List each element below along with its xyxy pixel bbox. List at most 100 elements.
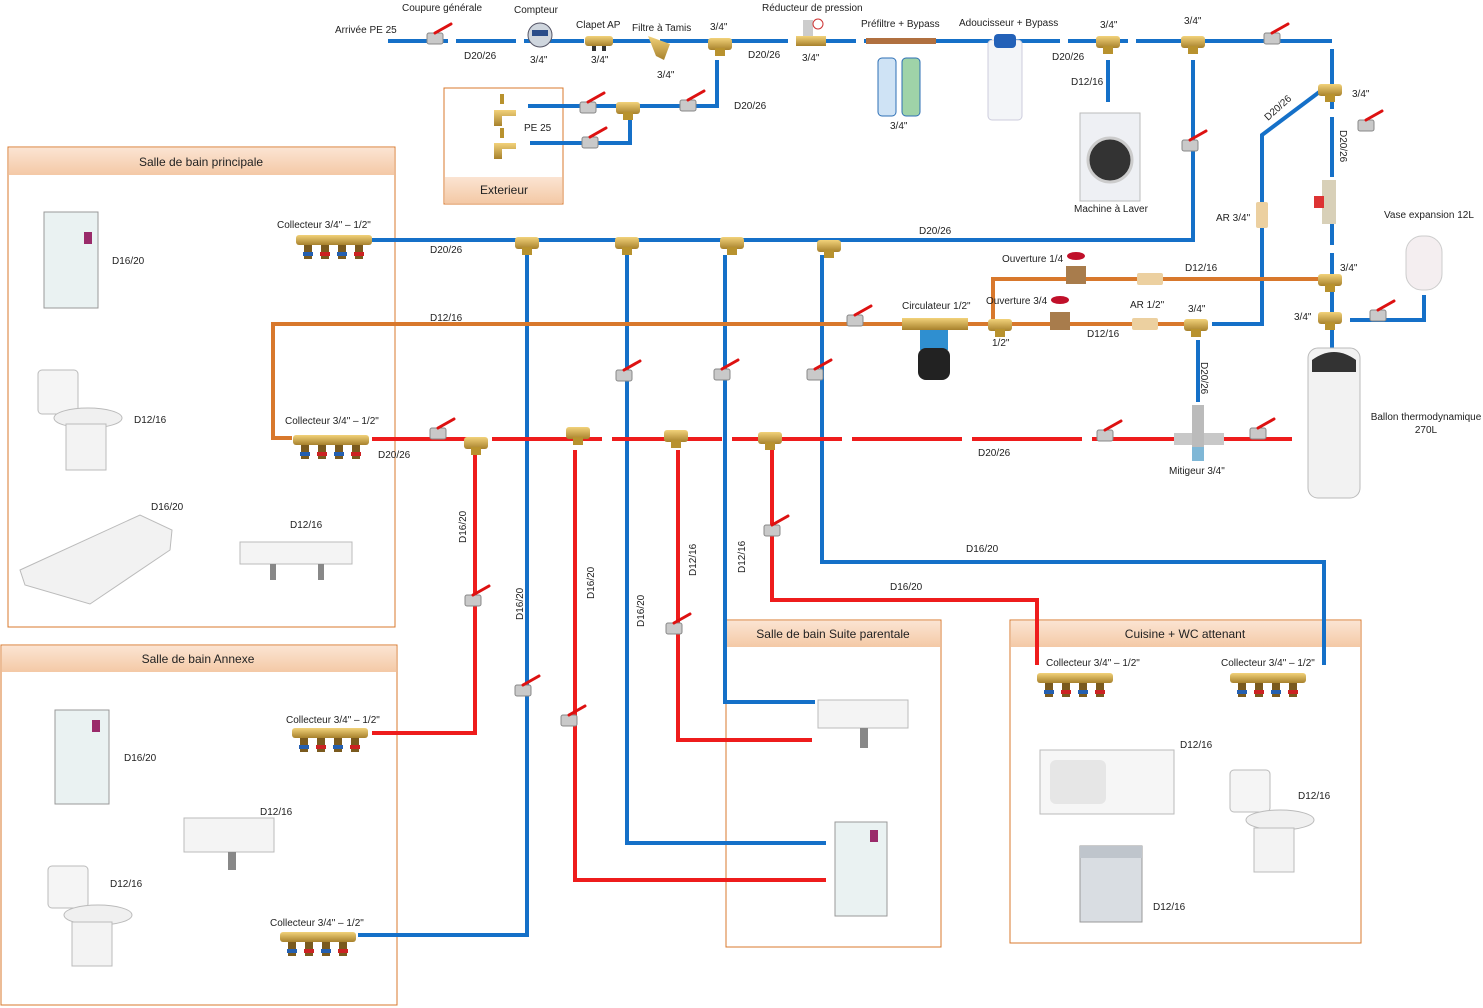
fitting-size-label: 1/2"	[992, 338, 1010, 349]
ball-valve-icon[interactable]	[679, 89, 706, 112]
label-collecteur: Collecteur 3/4" – 1/2"	[285, 416, 379, 427]
fitting-size-label: 3/4"	[1184, 16, 1202, 27]
ball-valve-icon[interactable]	[581, 126, 608, 149]
ball-valve-icon[interactable]	[846, 304, 873, 327]
fixture-size-label: D12/16	[110, 879, 143, 890]
ball-valve-icon[interactable]	[579, 91, 606, 114]
pipe-size-label: D12/16	[1071, 77, 1104, 88]
ball-valve-icon[interactable]	[1096, 419, 1123, 442]
pipe-size-label: D12/16	[737, 540, 748, 573]
tee-fitting-icon	[708, 38, 732, 56]
label-coupure: Coupure générale	[402, 3, 482, 14]
label-ballon-capacity: 270L	[1415, 425, 1438, 436]
room-title: Exterieur	[480, 183, 528, 197]
pipe-size-label: D16/20	[586, 566, 597, 599]
pipe-size-label: D12/16	[430, 313, 463, 324]
collector-manifold-icon	[292, 728, 368, 752]
pipe-size-label: D20/26	[978, 448, 1011, 459]
fitting-size-label: 3/4"	[710, 22, 728, 33]
gate-valve-icon	[1066, 252, 1086, 284]
ball-valve-icon[interactable]	[763, 514, 790, 537]
adoucisseur-icon	[987, 34, 1023, 121]
ball-valve-icon[interactable]	[1249, 417, 1276, 440]
pipe-ballon-return	[1212, 88, 1324, 326]
pipe-size-label: D20/26	[430, 245, 463, 256]
ball-valve-icon[interactable]	[1263, 22, 1290, 45]
pipe-size-label: D20/26	[464, 51, 497, 62]
pipe-size-label: D12/16	[688, 543, 699, 576]
fitting-size-label: 3/4"	[1340, 263, 1358, 274]
pipe-size-label: D16/20	[890, 582, 923, 593]
tee-fitting-icon	[817, 240, 841, 258]
tee-fitting-icon	[515, 237, 539, 255]
ball-valve-icon[interactable]	[1181, 129, 1208, 152]
filtre-icon	[648, 36, 670, 60]
pipe-size-label: D20/26	[734, 101, 767, 112]
fixture-size-label: D16/20	[151, 502, 184, 513]
fixture-size-label: D12/16	[1153, 902, 1186, 913]
ar-icon	[1137, 273, 1163, 285]
fitting-size-label: 3/4"	[657, 70, 675, 81]
ball-valve-icon[interactable]	[429, 417, 456, 440]
pipe-size-label: D20/26	[1263, 93, 1295, 123]
fitting-size-label: 3/4"	[802, 53, 820, 64]
label-mitigeur: Mitigeur 3/4"	[1169, 466, 1225, 477]
fitting-size-label: 3/4"	[530, 55, 548, 66]
pipe-annexe-cold	[358, 255, 529, 937]
sink-icon	[817, 699, 909, 748]
pipe-suite-shower-hot	[573, 450, 826, 882]
fitting-size-label: 3/4"	[591, 55, 609, 66]
label-reducteur: Réducteur de pression	[762, 3, 863, 14]
pipe-size-label: D20/26	[1198, 362, 1209, 395]
gate-valve-icon	[1050, 296, 1070, 330]
fitting-size-label: 3/4"	[1188, 304, 1206, 315]
ball-valve-icon[interactable]	[514, 674, 541, 697]
ball-valve-icon[interactable]	[560, 704, 587, 727]
pipe-size-label: D12/16	[1087, 329, 1120, 340]
tee-fitting-icon	[664, 430, 688, 448]
collector-manifold-icon	[293, 435, 369, 459]
ball-valve-icon[interactable]	[1369, 299, 1396, 322]
ball-valve-icon[interactable]	[665, 612, 692, 635]
pipe-cuisine-cold	[820, 255, 1326, 665]
ball-valve-icon[interactable]	[615, 359, 642, 382]
toilet-icon	[1229, 769, 1315, 873]
ball-valve-icon[interactable]	[464, 584, 491, 607]
pipe-size-label: D20/26	[1337, 130, 1348, 163]
tee-fitting-icon	[1096, 36, 1120, 54]
fixture-size-label: D12/16	[1298, 791, 1331, 802]
pipe-size-label: D16/20	[636, 594, 647, 627]
room-title: Salle de bain Annexe	[142, 652, 255, 666]
room-title: Salle de bain principale	[139, 155, 263, 169]
shower-icon	[834, 821, 888, 917]
label-vase: Vase expansion 12L	[1384, 210, 1474, 221]
label-prefiltre: Préfiltre + Bypass	[861, 19, 940, 30]
toilet-icon	[37, 369, 123, 471]
collector-manifold-icon	[1037, 673, 1113, 697]
mitigeur-icon	[1174, 405, 1224, 461]
tee-fitting-icon	[566, 427, 590, 445]
fixture-size-label: D12/16	[290, 520, 323, 531]
label-ouverture-34: Ouverture 3/4	[986, 296, 1048, 307]
pipe-cold-distribution	[372, 60, 1195, 242]
fitting-size-label: 3/4"	[1294, 312, 1312, 323]
collector-manifold-icon	[296, 235, 372, 259]
ball-valve-icon[interactable]	[426, 22, 453, 45]
ball-valve-icon[interactable]	[713, 358, 740, 381]
dishwasher-icon	[1079, 845, 1143, 923]
room-suite-parentale: Salle de bain Suite parentale	[725, 619, 942, 948]
pipe-size-label: D16/20	[458, 510, 469, 543]
label-collecteur: Collecteur 3/4" – 1/2"	[286, 715, 380, 726]
pipe-size-label: D20/26	[748, 50, 781, 61]
fittings	[280, 22, 1396, 956]
tee-fitting-icon	[1318, 274, 1342, 292]
ball-valve-icon[interactable]	[806, 358, 833, 381]
fixture-size-label: D12/16	[134, 415, 167, 426]
tee-fitting-icon	[464, 437, 488, 455]
pipe-size-label: D20/26	[919, 226, 952, 237]
washing-machine-icon	[1079, 112, 1141, 202]
label-ouverture-14: Ouverture 1/4	[1002, 254, 1064, 265]
ball-valve-icon[interactable]	[1357, 109, 1384, 132]
collector-manifold-icon	[1230, 673, 1306, 697]
